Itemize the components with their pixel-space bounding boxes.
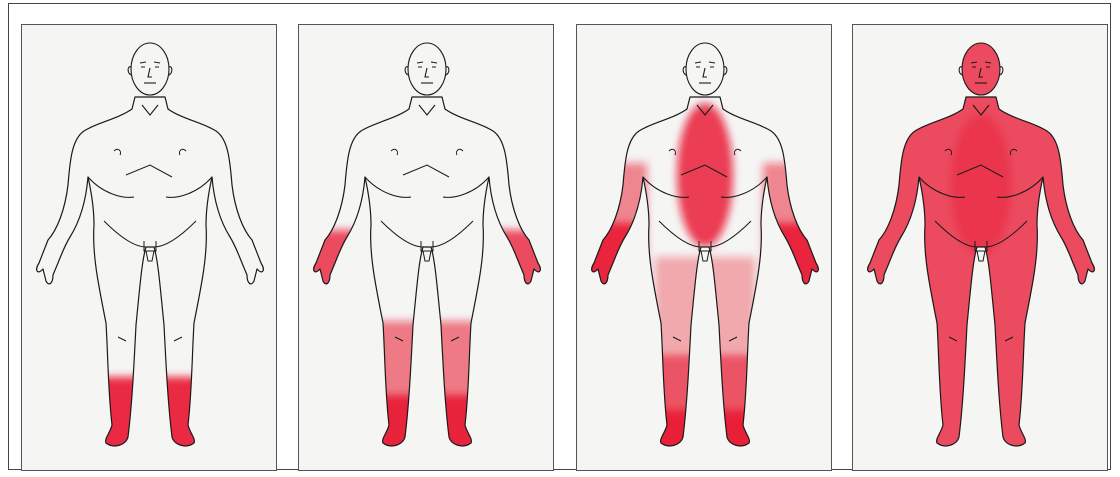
body-figure bbox=[853, 25, 1108, 471]
figure-frame bbox=[8, 3, 1111, 470]
affected-area bbox=[853, 25, 1108, 471]
torso-details bbox=[365, 149, 489, 341]
body-panel-3 bbox=[576, 24, 832, 471]
torso-details bbox=[88, 149, 212, 341]
head bbox=[405, 43, 449, 115]
body-panel-4 bbox=[852, 24, 1108, 471]
affected-area bbox=[100, 377, 200, 457]
body-figure bbox=[577, 25, 832, 471]
affected-area bbox=[577, 103, 832, 457]
affected-area bbox=[299, 230, 554, 457]
head bbox=[128, 43, 172, 115]
body-panel-1 bbox=[21, 24, 277, 471]
body-figure bbox=[299, 25, 554, 471]
body-figure bbox=[22, 25, 277, 471]
body-panel-2 bbox=[298, 24, 554, 471]
